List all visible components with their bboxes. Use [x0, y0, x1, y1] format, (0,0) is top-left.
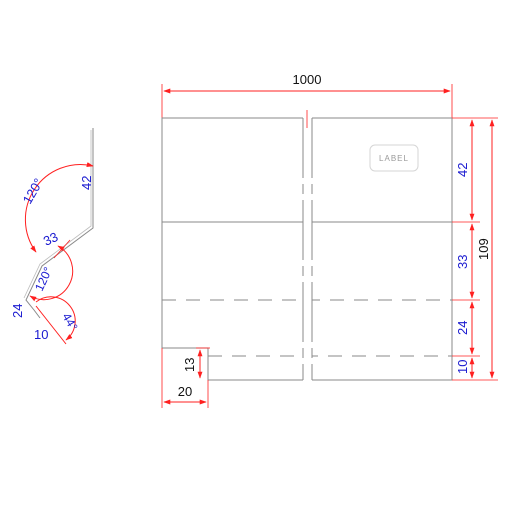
middle-angle-arc: [29, 245, 74, 302]
bottom-angle-arc: [35, 296, 76, 341]
profile-inner-edge: [23, 130, 92, 299]
label-tag-text: LABEL: [379, 154, 409, 163]
middle-angle-label: 120°: [32, 265, 55, 294]
notch-width-label: 20: [178, 384, 192, 399]
profile-section: 120° 42 33 120° 24 10 44°: [10, 128, 94, 345]
dim-total-label: 109: [476, 238, 491, 260]
segment-33-dim-line: [53, 239, 71, 259]
top-angle-arc: [24, 162, 94, 253]
width-dimension-label: 1000: [293, 72, 322, 87]
bottom-angle-label: 44°: [59, 311, 80, 334]
bottom-angle-leader: [35, 305, 67, 345]
segment-42-label: 42: [79, 176, 94, 190]
break-gap: [303, 112, 312, 386]
segment-24-label: 24: [10, 304, 25, 318]
notch-height-label: 13: [182, 358, 197, 372]
dim-24-label: 24: [455, 321, 470, 335]
segment-33-label: 33: [41, 229, 60, 249]
dim-42-label: 42: [455, 163, 470, 177]
label-tag-box: [369, 144, 419, 172]
sheet-layout: 1000 LABEL 42 33 24 10 109: [161, 72, 498, 408]
dim-33-label: 33: [455, 255, 470, 269]
dim-10-label: 10: [455, 360, 470, 374]
segment-10-label: 10: [34, 327, 48, 342]
